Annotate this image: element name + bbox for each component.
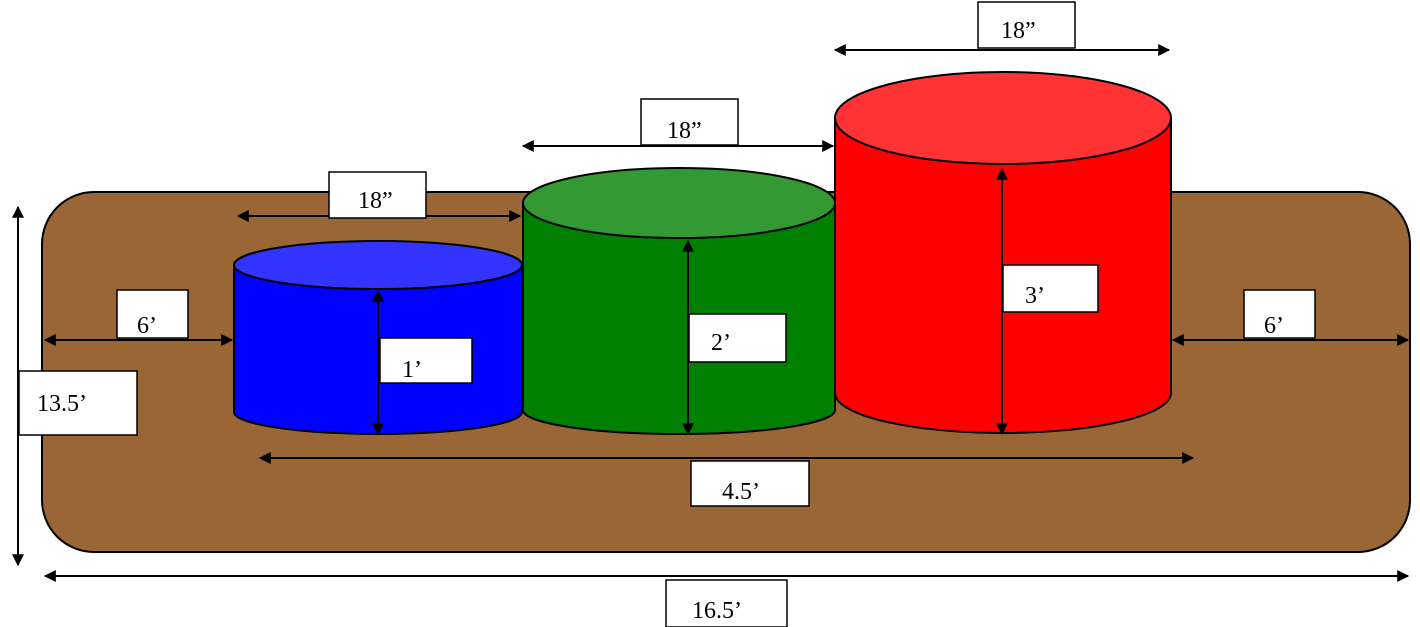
medium-diameter-label: 18” bbox=[640, 98, 739, 146]
large-diameter-label: 18” bbox=[977, 1, 1076, 49]
right-gap-label: 6’ bbox=[1243, 289, 1316, 339]
left-gap-label: 6’ bbox=[116, 289, 189, 339]
platform-depth-label: 13.5’ bbox=[18, 370, 138, 436]
svg-text:18”: 18” bbox=[358, 188, 393, 214]
svg-text:6’: 6’ bbox=[1264, 313, 1284, 339]
svg-text:6’: 6’ bbox=[137, 313, 157, 339]
small-height-label: 1’ bbox=[379, 337, 473, 384]
cylinder-medium bbox=[522, 167, 836, 435]
cylinders-span-label: 4.5’ bbox=[690, 460, 810, 507]
platform-width-label: 16.5’ bbox=[665, 579, 788, 627]
svg-text:2’: 2’ bbox=[711, 330, 731, 356]
svg-text:1’: 1’ bbox=[402, 357, 422, 383]
svg-text:16.5’: 16.5’ bbox=[692, 598, 742, 624]
svg-text:3’: 3’ bbox=[1025, 283, 1045, 309]
small-diameter-label: 18” bbox=[328, 171, 427, 219]
svg-text:13.5’: 13.5’ bbox=[37, 391, 87, 417]
medium-height-label: 2’ bbox=[688, 313, 787, 363]
svg-text:4.5’: 4.5’ bbox=[722, 479, 760, 505]
large-height-label: 3’ bbox=[1002, 264, 1099, 313]
svg-text:18”: 18” bbox=[1001, 18, 1036, 44]
svg-text:18”: 18” bbox=[667, 118, 702, 144]
